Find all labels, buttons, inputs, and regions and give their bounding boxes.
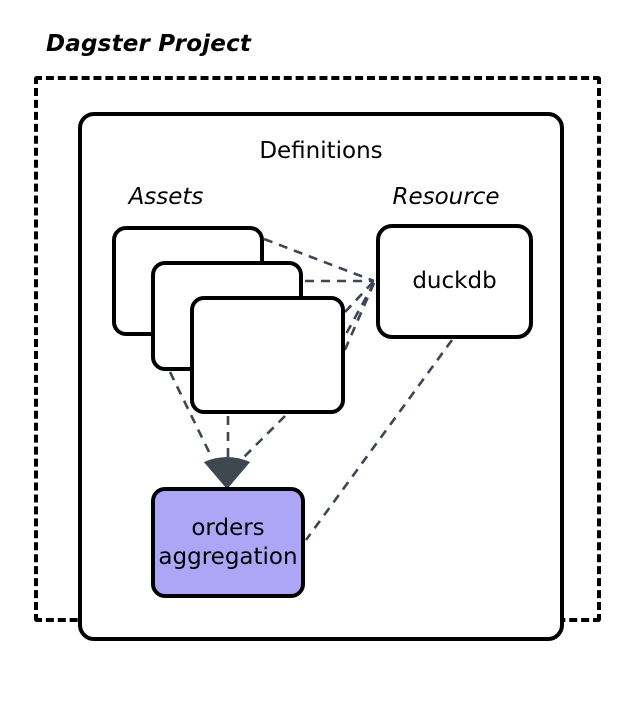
output-node-label-line1: orders: [191, 515, 265, 542]
assets-group-label: Assets: [128, 184, 204, 210]
definitions-label: Definitions: [259, 138, 383, 164]
resource-node-duckdb[interactable]: duckdb: [376, 224, 533, 339]
asset-card-3[interactable]: [190, 296, 345, 414]
output-node-label-line2: aggregation: [158, 543, 298, 570]
output-node-orders-aggregation[interactable]: orders aggregation: [151, 487, 305, 598]
resource-node-label: duckdb: [412, 268, 497, 295]
project-title: Dagster Project: [46, 31, 252, 57]
resource-group-label: Resource: [392, 184, 500, 210]
